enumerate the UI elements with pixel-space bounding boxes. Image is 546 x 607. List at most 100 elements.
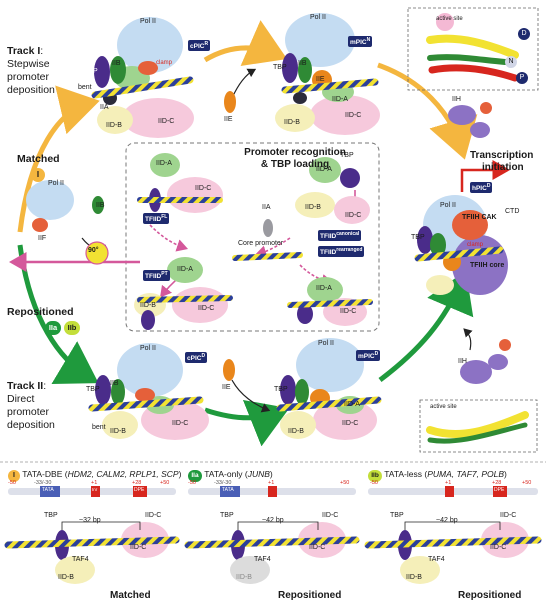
iie-arrow-top — [231, 68, 257, 99]
cpic-d-text: cPIC — [187, 355, 202, 363]
complex-cpic-r — [91, 17, 194, 138]
iida-label-br: IID-A — [344, 401, 360, 408]
mpic-d-text: mPIC — [358, 353, 375, 361]
hpic-tag: hPICD — [470, 182, 493, 194]
free-iih-bottom — [460, 339, 511, 384]
iidc-label-canonical: IID-C — [345, 212, 362, 219]
track2-label: Track II: Direct promoter deposition — [7, 380, 55, 431]
iidb-label-bl: IID-B — [110, 428, 126, 435]
panel-1-taf4: TAF4 — [72, 556, 89, 563]
cpic-d-tag: cPICD — [185, 352, 208, 364]
panel-3-tick-4: +50 — [522, 480, 532, 486]
repositioned-badge-a: IIa — [45, 321, 61, 335]
complex-hpic — [414, 195, 508, 295]
repositioned-badge-b: IIb — [64, 321, 80, 335]
iie-label-tr: IIE — [316, 76, 325, 83]
center-box-tfiid-pt — [134, 257, 233, 330]
panel-2-spacing: ~42 bp — [262, 517, 284, 524]
iie-arrow-bottom — [231, 379, 271, 413]
inset-n-badge: N — [505, 56, 517, 68]
iih-label-top: IIH — [452, 96, 461, 103]
iia-label-center: IIA — [262, 204, 271, 211]
panel-1-dpe: DPE — [134, 487, 145, 493]
panel-2-genes: JUNB — [247, 469, 270, 479]
inset-p-badge: P — [516, 72, 528, 84]
tfiid-pt-tag: TFIIDPT — [143, 270, 170, 282]
track1-line1: Stepwise — [7, 58, 50, 70]
panel-2-title-text: TATA-only — [204, 469, 243, 479]
panel-3-iidc-2: IID-C — [490, 544, 507, 551]
track1-line3: deposition — [7, 84, 55, 96]
tbp-label-br: TBP — [274, 386, 288, 393]
track1-arc-left — [17, 85, 100, 233]
iidb-label-tr: IID-B — [284, 119, 300, 126]
iida-label-fl: IID-A — [156, 160, 172, 167]
free-pol2-complex — [26, 180, 104, 232]
panel-1-graphic — [4, 486, 180, 584]
hpic-text: hPIC — [472, 185, 487, 193]
tfiid-canonical-tag: TFIIDcanonical — [318, 230, 362, 242]
iidc-label-fl: IID-C — [195, 185, 212, 192]
iie-label-bottom: IIE — [222, 384, 231, 391]
panel-3-genes: PUMA, TAF7, POLB — [427, 469, 505, 479]
iia-label-tl: IIA — [100, 104, 109, 111]
panel-3-dpe: DPE — [494, 487, 505, 493]
active-site-label-bottom: active site — [430, 404, 457, 410]
bent-label-top: bent — [78, 84, 92, 91]
panel-3-tick-3: +28 — [492, 480, 502, 486]
iidc-label-pt: IID-C — [198, 305, 215, 312]
panel-2-tick-2: -33/-30 — [214, 480, 232, 486]
iidb-label-tl: IID-B — [106, 122, 122, 129]
panel-3-spacing: ~42 bp — [436, 517, 458, 524]
panel-2-tick-1: -50 — [188, 480, 196, 486]
cpic-r-text: cPIC — [190, 43, 205, 51]
track1-line2: promoter — [7, 71, 50, 83]
iida-label-rearranged: IID-A — [316, 285, 332, 292]
iih-arrow — [463, 328, 473, 351]
panel-1-tbp: TBP — [44, 512, 58, 519]
iidb-label-br: IID-B — [288, 428, 304, 435]
pol2-label-free: Pol II — [48, 180, 64, 187]
panel-2-title: IIa TATA-only (JUNB) — [188, 469, 273, 482]
tfiid-rearranged-text: TFIID — [320, 249, 337, 257]
tfiid-fl-tag: TFIIDFL — [143, 213, 170, 225]
tbp-label-tr: TBP — [273, 64, 287, 71]
iib-label-tr: IIB — [298, 60, 307, 67]
panel-2-iidc-2: IID-C — [309, 544, 326, 551]
iidc-label-rearranged: IID-C — [340, 308, 357, 315]
center-box-tfiid-canonical — [295, 157, 370, 224]
tfiid-pt-text: TFIID — [145, 273, 162, 281]
transcription-arrow — [460, 160, 510, 192]
iida-label-tr: IID-A — [332, 96, 348, 103]
panel-2-graphic — [184, 486, 360, 584]
mpic-d-tag: mPICD — [356, 350, 381, 362]
panel-2-taf4: TAF4 — [254, 556, 271, 563]
hpic-sup: D — [486, 183, 491, 189]
panel-2-outcome: Repositioned — [278, 590, 342, 601]
center-box-tfiid-rearranged — [287, 277, 373, 326]
spacing-bracket-1 — [61, 521, 141, 530]
panel-1-tick-4: +28 — [132, 480, 142, 486]
iie-label-top: IIE — [224, 116, 233, 123]
panel-3-badge: IIb — [368, 470, 382, 482]
iib-label-bl: IIB — [110, 380, 119, 387]
tfiid-fl-sup: FL — [161, 214, 168, 220]
track2-title: Track II — [7, 380, 44, 392]
matched-badge: I — [31, 168, 45, 182]
panel-1-tick-3: +1 — [91, 480, 98, 486]
tbp-label-tl: TBP — [84, 68, 98, 75]
pol2-label-br: Pol II — [318, 340, 334, 347]
track2-arc-bottom — [204, 399, 290, 447]
track1-arc-top — [203, 20, 288, 66]
tbp-label-bl: TBP — [86, 386, 100, 393]
panel-3-title-text: TATA-less — [384, 469, 422, 479]
center-box-core-promoter — [232, 219, 303, 261]
track1-label: Track I: Stepwise promoter deposition — [7, 45, 55, 96]
pink-arrow-fl — [149, 224, 189, 252]
pol2-label-right: Pol II — [440, 202, 456, 209]
cpic-r-tag: cPICR — [188, 40, 211, 52]
panel-1-genes: HDM2, CALM2, RPLP1, SCP — [67, 469, 179, 479]
track2-line3: deposition — [7, 419, 55, 431]
tfiid-canonical-text: TFIID — [320, 233, 337, 241]
panel-3-taf4: TAF4 — [428, 556, 445, 563]
